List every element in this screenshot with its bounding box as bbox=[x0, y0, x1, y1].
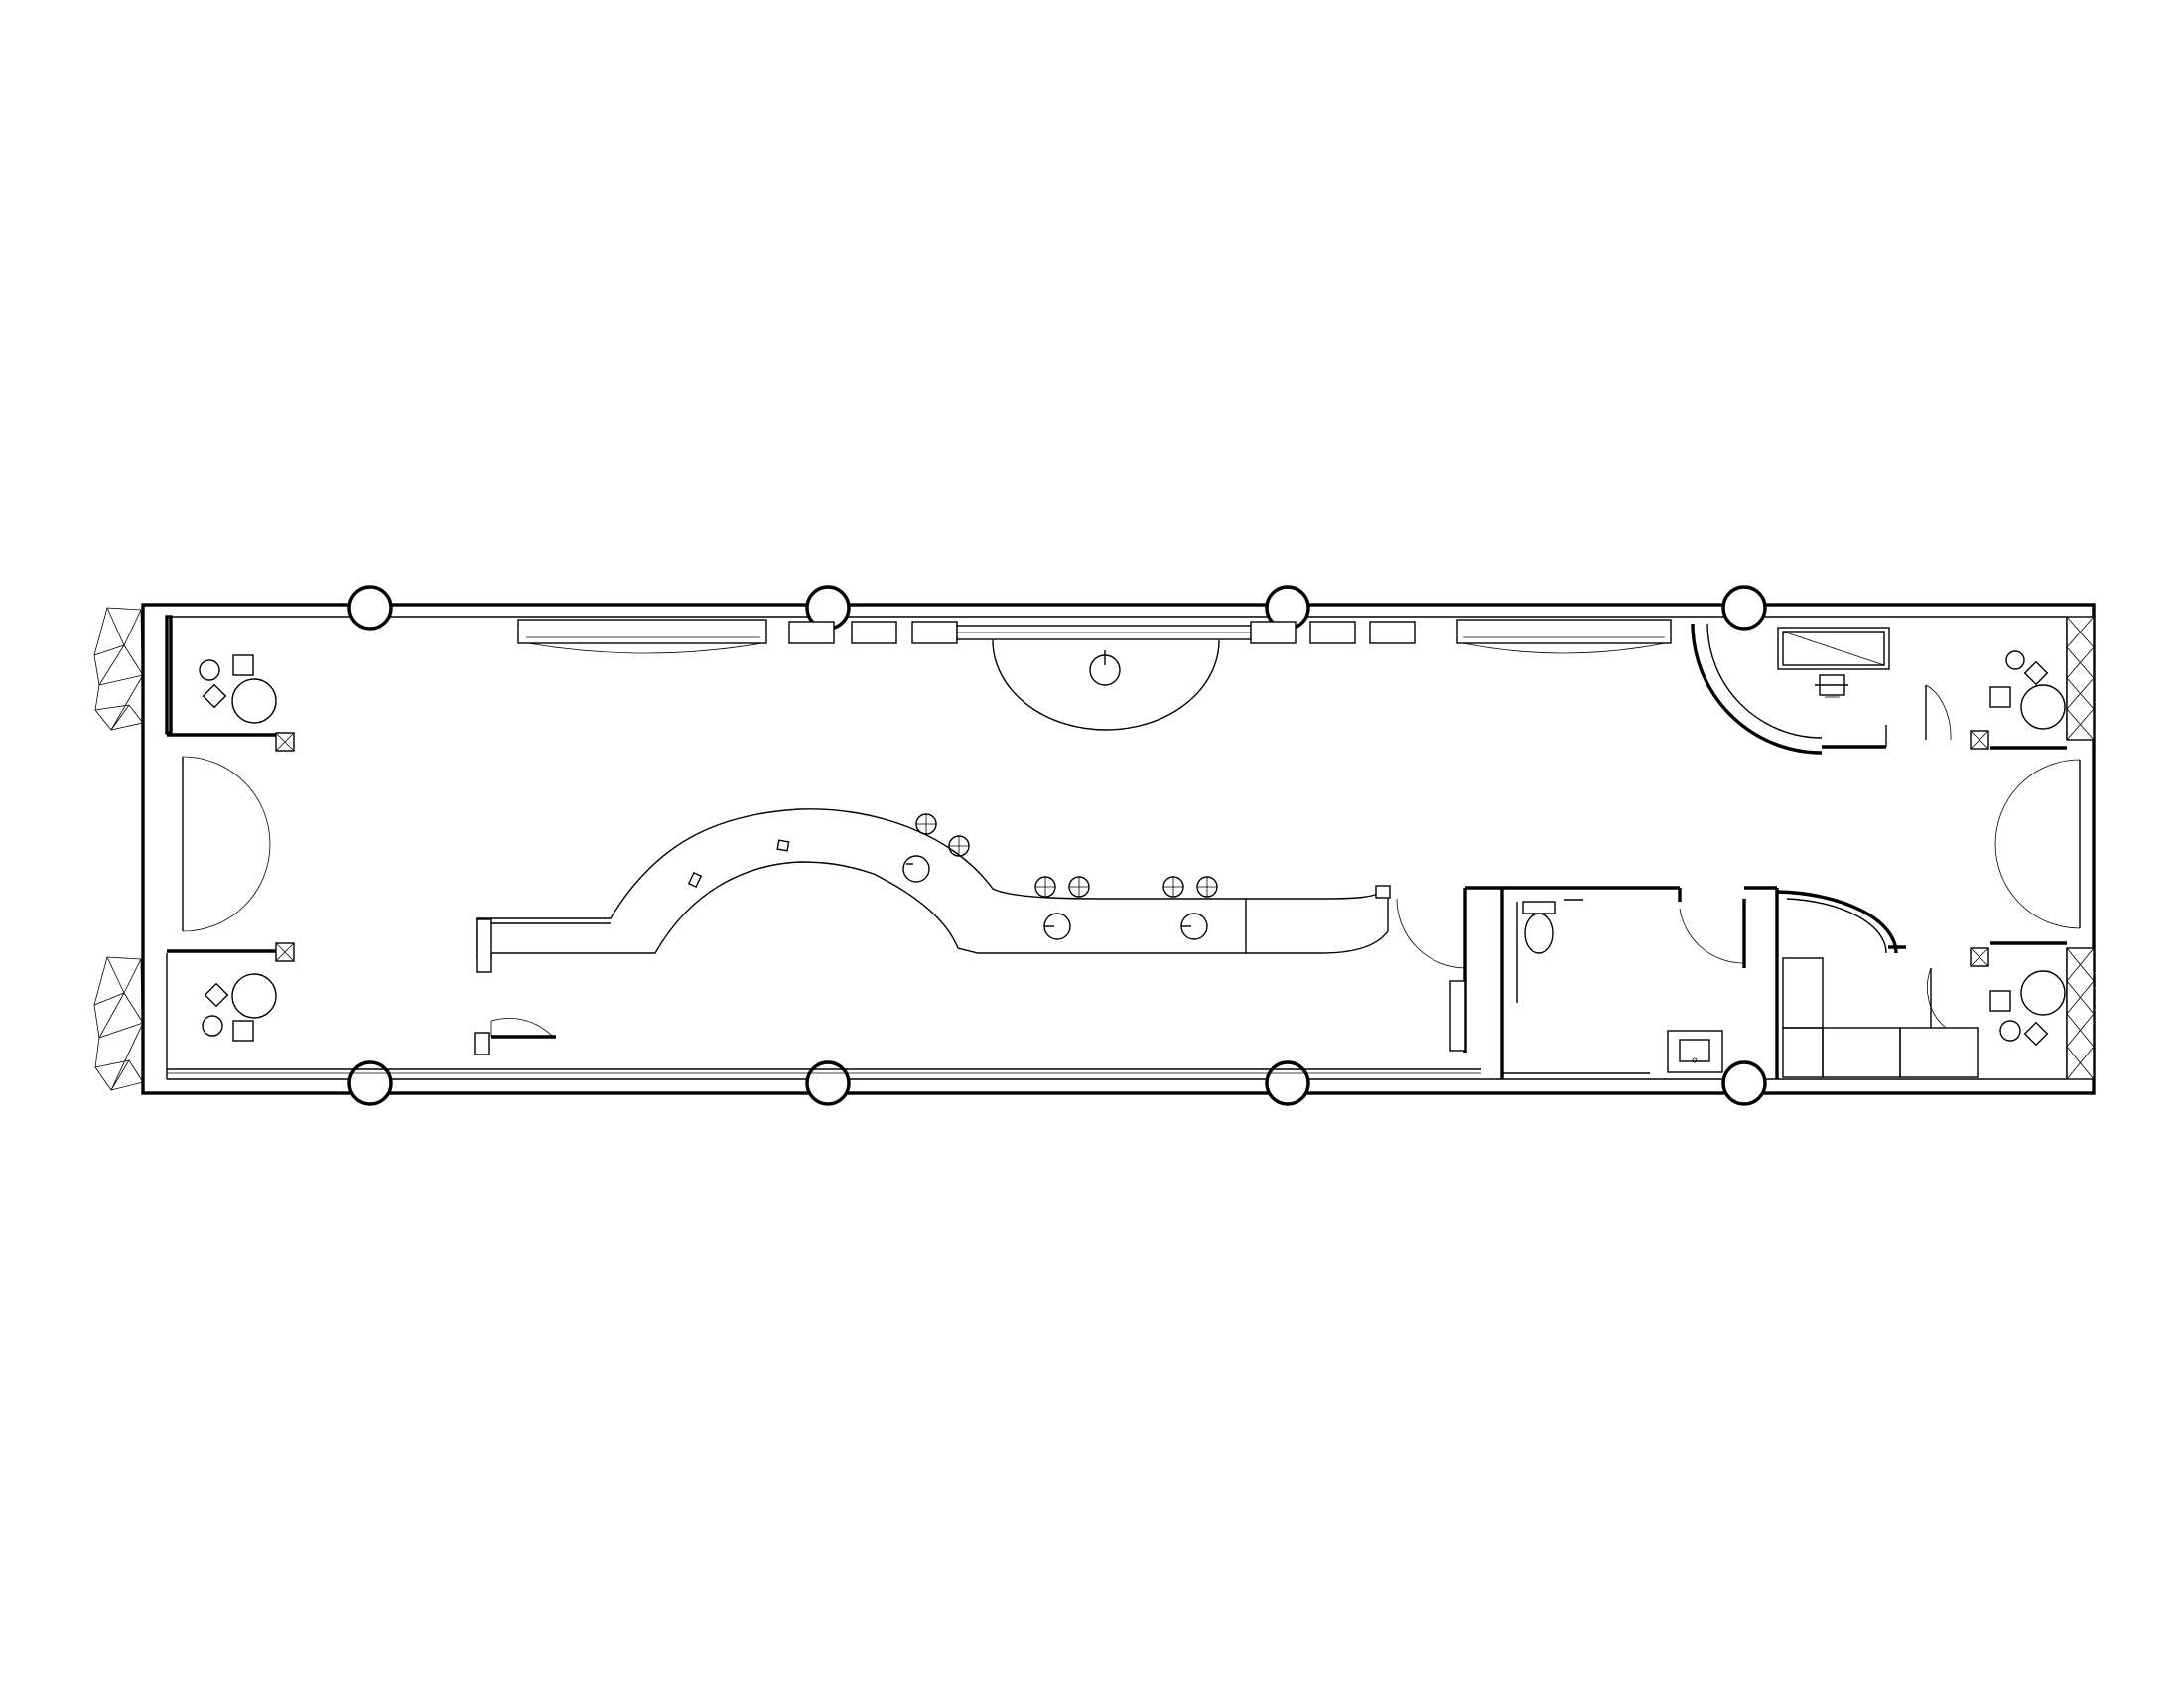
counter-right-post bbox=[1375, 885, 1391, 899]
window-swing-1 bbox=[527, 642, 763, 654]
office-desk-diag bbox=[1782, 631, 1885, 666]
left-door-swing-top bbox=[182, 756, 271, 845]
window-mullion-1 bbox=[788, 621, 835, 644]
left-entrance bbox=[165, 615, 295, 962]
office-desk-top bbox=[1782, 631, 1885, 666]
window-mullion-3 bbox=[911, 621, 958, 644]
planter-bottom-left bbox=[93, 956, 144, 1091]
counter-gate-post bbox=[474, 1032, 490, 1055]
window-swing-3 bbox=[1462, 642, 1666, 654]
column-bottom-2 bbox=[805, 1060, 851, 1106]
counter-gate-swing bbox=[490, 1018, 554, 1038]
storage-curved-wall-inner bbox=[1786, 898, 1887, 954]
counter-right-end bbox=[1246, 886, 1389, 954]
stool-bottom-left bbox=[202, 1015, 223, 1037]
left-column-top-x2 bbox=[275, 732, 295, 752]
storage-shelf-1 bbox=[1782, 957, 1824, 1029]
window-mullion-5 bbox=[1309, 621, 1356, 644]
right-entrance bbox=[1970, 616, 2095, 1080]
stool-marks bbox=[916, 814, 1217, 897]
round-table-bottom-left bbox=[231, 973, 277, 1019]
left-pier-top bbox=[165, 615, 173, 735]
right-column-bottom-x2 bbox=[1970, 947, 1989, 967]
bottom-windows bbox=[167, 1068, 1481, 1074]
storage-shelf-2 bbox=[1782, 1027, 1824, 1078]
office-curved-wall-outer bbox=[1691, 623, 1823, 755]
column-bottom-1 bbox=[347, 1060, 393, 1106]
exterior-wall-outer bbox=[141, 603, 2096, 1095]
corridor-cabinet bbox=[1449, 980, 1466, 1052]
right-planter-top bbox=[2066, 616, 2095, 741]
office-curved-wall-inner bbox=[1706, 623, 1823, 739]
restroom-sink bbox=[1679, 1039, 1710, 1062]
storage-shelf-3 bbox=[1822, 1027, 1901, 1078]
columns bbox=[347, 585, 1767, 1106]
office bbox=[1691, 623, 1952, 755]
window-frame-1 bbox=[517, 619, 767, 644]
column-top-4 bbox=[1721, 585, 1767, 631]
storage-shelf-4 bbox=[1899, 1027, 1979, 1078]
restroom-sink-cabinet bbox=[1667, 1030, 1723, 1073]
chair-bottom-right-1 bbox=[1989, 990, 2011, 1012]
planter-top-hatch bbox=[93, 607, 144, 731]
office-desk bbox=[1777, 627, 1890, 670]
left-door-swing-bottom bbox=[182, 843, 271, 932]
window-frame-3 bbox=[1456, 619, 1672, 644]
left-column-bottom-x2 bbox=[275, 942, 295, 962]
chair-top-left-1 bbox=[232, 654, 254, 676]
column-top-1 bbox=[347, 585, 393, 631]
restroom-door-swing bbox=[1679, 908, 1745, 964]
bar-stools bbox=[915, 813, 1218, 898]
entry-niche bbox=[992, 639, 1220, 731]
counter-outline bbox=[476, 808, 1247, 959]
counter-sinks bbox=[687, 839, 1208, 940]
round-table-top-right bbox=[2020, 684, 2066, 730]
storage-curved-wall bbox=[1776, 890, 1898, 954]
right-planter-top-hatch bbox=[2066, 616, 2095, 741]
window-mullion-2 bbox=[851, 621, 897, 644]
window-mullion-4 bbox=[1250, 621, 1297, 644]
left-planters bbox=[93, 607, 144, 1091]
storefront-windows bbox=[517, 619, 1672, 654]
restroom-sink-drain bbox=[1692, 1057, 1698, 1063]
right-planter-bottom-hatch bbox=[2066, 947, 2095, 1080]
round-table-bottom-right bbox=[2020, 970, 2066, 1016]
restroom bbox=[1396, 886, 1746, 1079]
planter-top-left bbox=[93, 607, 144, 731]
column-bottom-4 bbox=[1721, 1060, 1767, 1106]
toilet-tank bbox=[1522, 901, 1556, 914]
chair-bottom-left-1 bbox=[232, 1020, 254, 1042]
storage-door-swing bbox=[1927, 967, 1947, 1029]
office-door-swing bbox=[1925, 684, 1952, 741]
chair-bottom-left-2 bbox=[204, 982, 229, 1008]
chair-top-right-2 bbox=[2023, 660, 2049, 686]
stool-top-right bbox=[2005, 650, 2025, 670]
left-seating bbox=[199, 654, 277, 1042]
chair-top-right-1 bbox=[1989, 686, 2011, 708]
right-column-top-x2 bbox=[1970, 730, 1989, 750]
round-table-top-left bbox=[231, 678, 277, 724]
right-planter-bottom bbox=[2066, 947, 2095, 1080]
counter-fixture-1 bbox=[776, 839, 790, 852]
chair-bottom-right-2 bbox=[2023, 1021, 2049, 1047]
right-door-swing-top bbox=[1994, 759, 2081, 845]
counter-left-post bbox=[476, 918, 492, 973]
niche-arc bbox=[992, 639, 1220, 731]
right-door-swing-bottom bbox=[1994, 843, 2081, 929]
storage-room bbox=[1744, 886, 1979, 1079]
right-seating bbox=[1989, 650, 2066, 1047]
chair-top-left-2 bbox=[202, 683, 227, 709]
window-mullion-6 bbox=[1369, 621, 1416, 644]
planter-bottom-hatch bbox=[93, 956, 144, 1091]
stool-bottom-right bbox=[1999, 1020, 2021, 1042]
counter-sink-1 bbox=[902, 855, 930, 883]
column-bottom-3 bbox=[1265, 1060, 1310, 1106]
stool-top-left bbox=[199, 659, 220, 681]
counter-fixture-2 bbox=[687, 871, 703, 889]
toilet-bowl bbox=[1524, 913, 1554, 954]
service-counter bbox=[474, 808, 1391, 1055]
corridor-door-swing bbox=[1396, 898, 1466, 969]
